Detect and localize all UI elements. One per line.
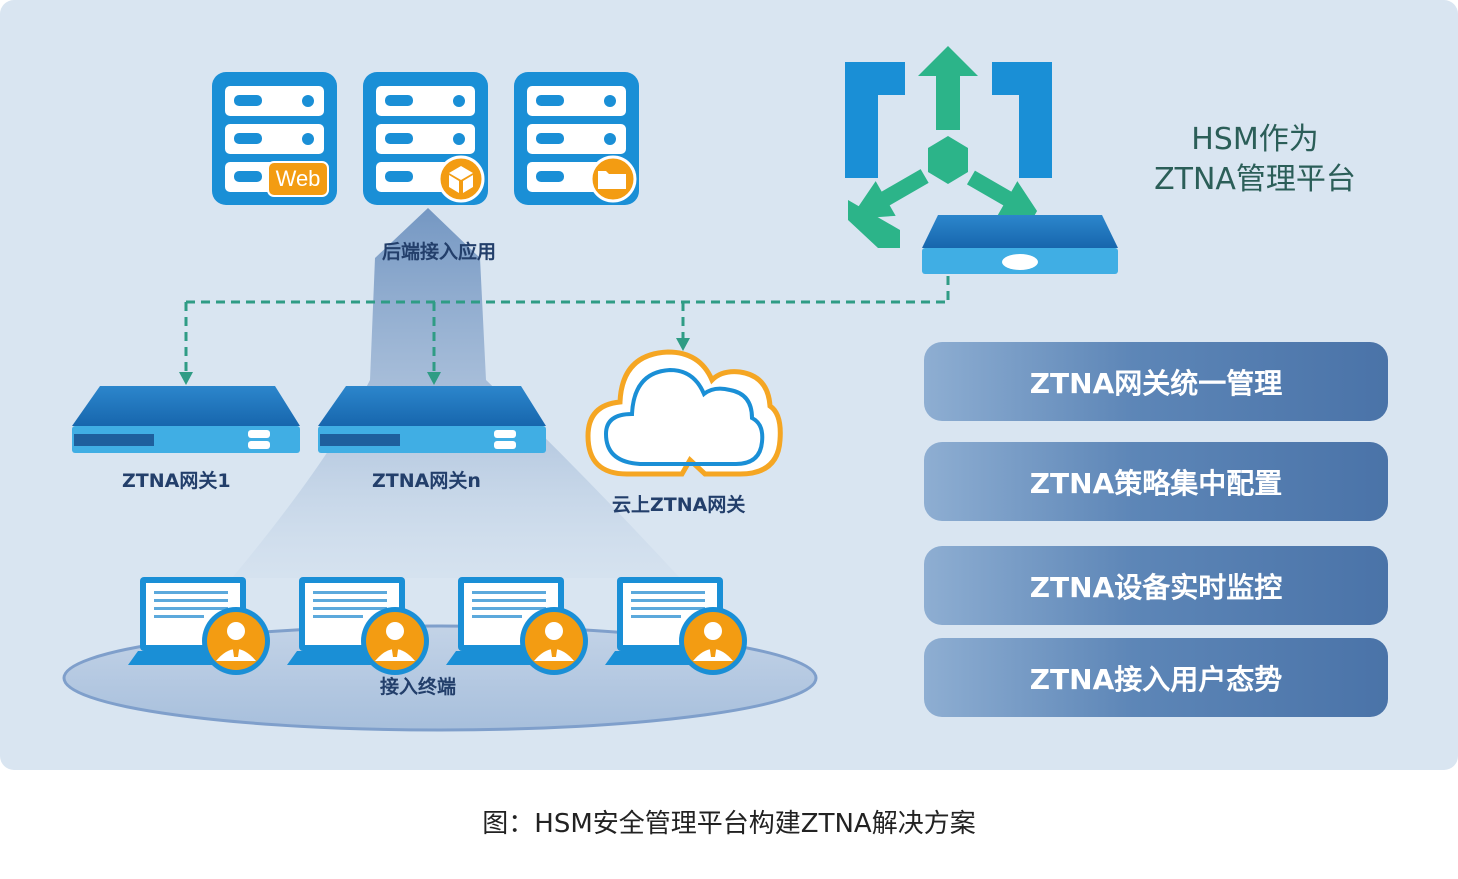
- terminal-laptop-1: [128, 577, 270, 675]
- cloud-gateway-label: 云上ZTNA网关: [612, 494, 746, 516]
- terminal-laptop-4: [605, 577, 747, 675]
- web-badge: [267, 161, 329, 197]
- gateway-n-icon: [318, 386, 546, 453]
- terminal-laptop-2: [287, 577, 429, 675]
- arrow-to-cloud: [676, 338, 690, 351]
- svg-text:Web: Web: [276, 166, 321, 191]
- hsm-logo-icon: [845, 46, 1052, 248]
- feature-user-situation: ZTNA接入用户态势: [924, 638, 1388, 717]
- figure-caption: 图：HSM安全管理平台构建ZTNA解决方案: [482, 809, 976, 839]
- hsm-title-line-2: ZTNA管理平台: [1154, 162, 1356, 197]
- gateway-n-label: ZTNA网关n: [372, 470, 481, 492]
- hsm-device-icon: [922, 215, 1118, 274]
- arrow-to-gwn: [427, 372, 441, 385]
- backend-apps-label: 后端接入应用: [382, 241, 497, 263]
- management-connectors: [184, 276, 950, 374]
- feature-gateway-management: ZTNA网关统一管理: [924, 342, 1388, 421]
- hsm-title-line-1: HSM作为: [1191, 122, 1319, 157]
- feature-policy-config: ZTNA策略集中配置: [924, 442, 1388, 521]
- terminals-label: 接入终端: [380, 676, 457, 698]
- terminal-laptop-3: [446, 577, 588, 675]
- gateway-1-label: ZTNA网关1: [122, 470, 231, 492]
- cloud-gateway-icon: [585, 349, 783, 477]
- feature-device-monitoring: ZTNA设备实时监控: [924, 546, 1388, 625]
- hsm-title: HSM作为 ZTNA管理平台: [1120, 120, 1390, 200]
- diagram-art: Web: [62, 46, 1118, 732]
- gateway-1-icon: [72, 386, 300, 453]
- arrow-to-gw1: [179, 372, 193, 385]
